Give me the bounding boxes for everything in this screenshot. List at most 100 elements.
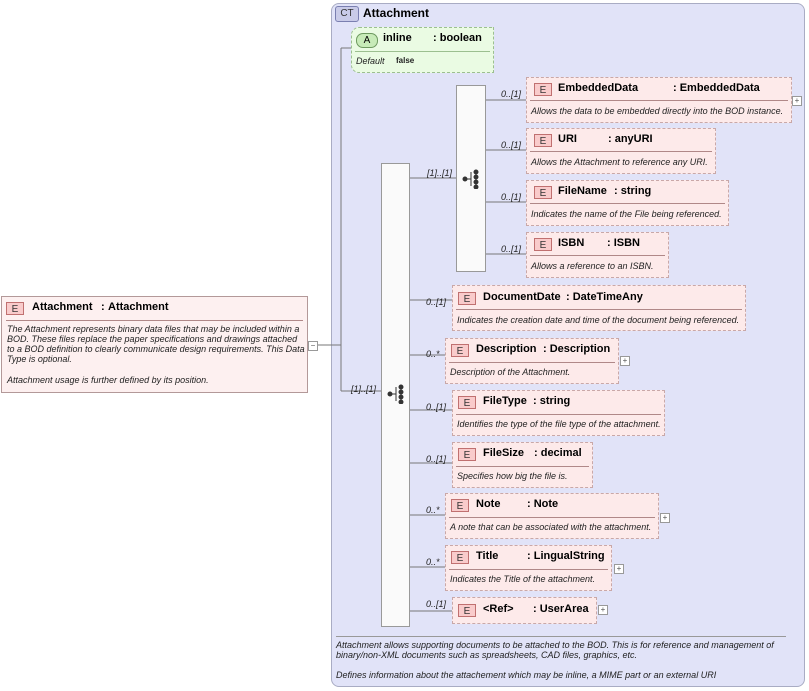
element-ref-userarea[interactable] — [452, 597, 597, 624]
attribute-default-value: false — [396, 56, 415, 65]
attribute-type: : boolean — [433, 32, 482, 44]
element-type: : LingualString — [527, 550, 605, 562]
element-badge: E — [6, 302, 24, 315]
element-name: FileSize — [483, 447, 524, 459]
element-documentdate[interactable] — [452, 285, 746, 331]
element-type: : Description — [543, 343, 611, 355]
element-note[interactable] — [445, 493, 659, 539]
element-name: DocumentDate — [483, 291, 561, 303]
element-name: EmbeddedData — [558, 82, 639, 94]
expand-toggle[interactable]: + — [660, 513, 670, 523]
element-name: URI — [558, 133, 577, 145]
element-name: FileType — [483, 395, 527, 407]
element-doc: Description of the Attachment. — [450, 367, 571, 377]
element-name: Note — [476, 498, 501, 510]
footer-doc-inline: Defines information about the attachemen… — [336, 670, 717, 680]
element-occurrence: 0..[1] — [501, 192, 522, 202]
expand-toggle[interactable]: + — [620, 356, 630, 366]
complex-type-badge: CT — [335, 6, 359, 22]
element-doc: Identifies the type of the file type of … — [457, 419, 661, 429]
element-badge: E — [458, 396, 476, 409]
element-title[interactable] — [445, 545, 612, 591]
attribute-badge: A — [356, 33, 378, 48]
element-badge: E — [451, 344, 469, 357]
element-name: ISBN — [558, 237, 585, 249]
element-type: : ISBN — [607, 237, 640, 249]
element-type: : DateTimeAny — [566, 291, 643, 303]
element-separator — [456, 466, 589, 467]
attribute-separator — [355, 51, 490, 52]
element-doc: Indicates the name of the File being ref… — [531, 209, 722, 219]
element-occurrence: 0..[1] — [501, 140, 522, 150]
root-element-attachment[interactable] — [1, 296, 308, 393]
sequence-occurrence: [1]..[1] — [351, 384, 377, 394]
element-badge: E — [534, 134, 552, 147]
element-occurrence: 0..[1] — [501, 244, 522, 254]
element-separator — [530, 100, 788, 101]
element-name: FileName — [558, 185, 607, 197]
element-occurrence: 0..[1] — [426, 297, 447, 307]
element-doc: Specifies how big the file is. — [457, 471, 568, 481]
element-occurrence: 0..* — [426, 505, 440, 515]
element-occurrence: 0..* — [426, 349, 440, 359]
element-type: : Note — [527, 498, 559, 510]
element-name: <Ref> — [483, 603, 514, 615]
element-badge: E — [451, 499, 469, 512]
element-badge: E — [534, 238, 552, 251]
element-badge: E — [534, 186, 552, 199]
element-occurrence: 0..[1] — [501, 89, 522, 99]
complex-type-title: Attachment — [363, 6, 430, 20]
element-name: Description — [476, 343, 537, 355]
expand-toggle[interactable]: + — [614, 564, 624, 574]
element-occurrence: 0..[1] — [426, 599, 447, 609]
element-type: : EmbeddedData — [673, 82, 760, 94]
choice-occurrence: [1]..[1] — [427, 168, 453, 178]
element-description[interactable] — [445, 338, 619, 384]
collapse-toggle[interactable]: − — [308, 341, 318, 351]
element-separator — [530, 203, 725, 204]
root-element-type-sep: : — [101, 301, 105, 313]
element-doc: Indicates the creation date and time of … — [457, 315, 740, 325]
element-separator — [449, 362, 615, 363]
attribute-default-label: Default — [356, 56, 385, 66]
element-type: : anyURI — [608, 133, 653, 145]
element-doc: Allows the Attachment to reference any U… — [531, 157, 708, 167]
root-element-name: Attachment — [32, 301, 93, 313]
element-type: : decimal — [534, 447, 582, 459]
element-occurrence: 0..[1] — [426, 454, 447, 464]
element-badge: E — [451, 551, 469, 564]
root-element-doc: The Attachment represents binary data fi… — [7, 324, 305, 364]
element-badge: E — [458, 448, 476, 461]
sequence-icon — [387, 384, 404, 404]
element-type: : string — [533, 395, 571, 407]
element-badge: E — [458, 292, 476, 305]
expand-toggle[interactable]: + — [598, 605, 608, 615]
element-doc: Allows a reference to an ISBN. — [531, 261, 654, 271]
element-type: : string — [614, 185, 652, 197]
footer-doc: Attachment allows supporting documents t… — [336, 640, 774, 660]
element-doc: A note that can be associated with the a… — [450, 522, 652, 532]
element-occurrence: 0..* — [426, 557, 440, 567]
root-element-type: Attachment — [108, 301, 169, 313]
element-separator — [456, 414, 661, 415]
root-element-separator — [6, 320, 303, 321]
element-separator — [456, 309, 742, 310]
element-occurrence: 0..[1] — [426, 402, 447, 412]
element-separator — [449, 569, 608, 570]
element-separator — [530, 151, 712, 152]
expand-toggle[interactable]: + — [792, 96, 802, 106]
element-filetype[interactable] — [452, 390, 665, 436]
element-badge: E — [534, 83, 552, 96]
element-separator — [449, 517, 655, 518]
element-doc: Allows the data to be embedded directly … — [531, 106, 784, 116]
element-doc: Indicates the Title of the attachment. — [450, 574, 596, 584]
element-separator — [530, 255, 665, 256]
choice-icon — [462, 169, 479, 189]
element-badge: E — [458, 604, 476, 617]
footer-separator — [336, 636, 786, 637]
element-name: Title — [476, 550, 499, 562]
element-type: : UserArea — [533, 603, 589, 615]
root-element-doc-usage: Attachment usage is further defined by i… — [7, 375, 209, 385]
attribute-name: inline — [383, 32, 412, 44]
